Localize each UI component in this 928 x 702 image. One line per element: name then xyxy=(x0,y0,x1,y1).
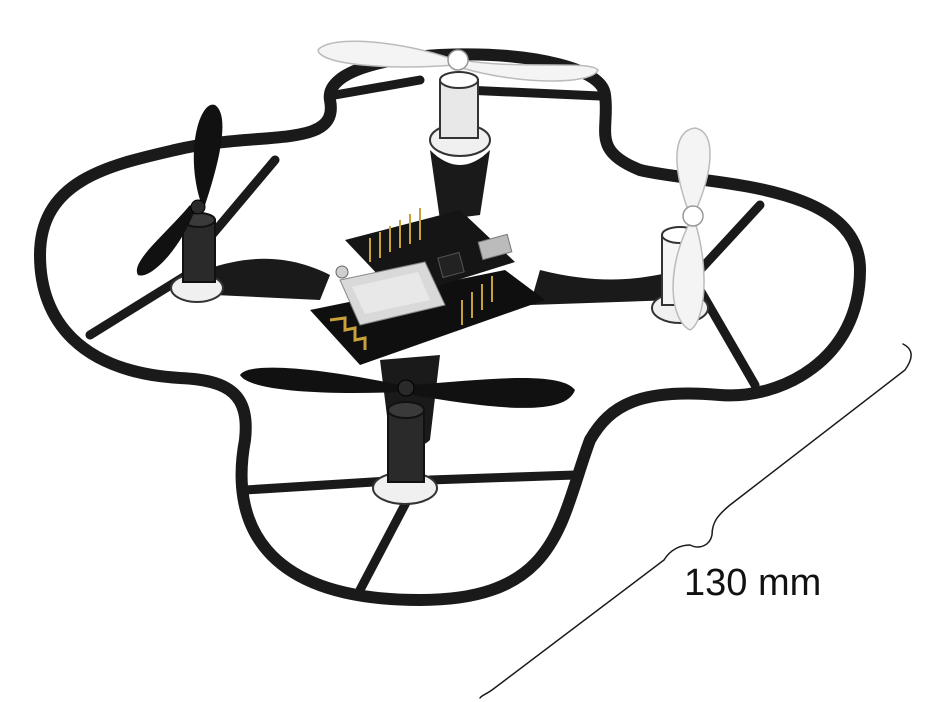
protective-frame xyxy=(34,48,866,606)
flight-controller-pcb xyxy=(310,208,545,365)
propeller-top xyxy=(317,40,599,82)
propeller-bottom xyxy=(240,367,575,408)
motor-bottom xyxy=(372,401,438,505)
dimension-brace xyxy=(479,343,912,699)
propeller-right xyxy=(672,127,711,331)
propeller-left xyxy=(136,104,223,276)
dimension-label: 130 mm xyxy=(684,562,822,604)
motor-top xyxy=(429,71,491,157)
